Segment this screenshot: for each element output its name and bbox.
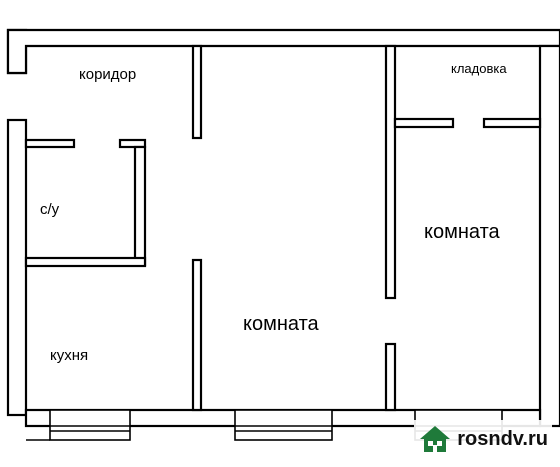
wall-corridor-divider-upper	[191, 44, 203, 140]
watermark[interactable]: rosndv.ru	[414, 420, 552, 458]
wall-bath-bottom	[24, 256, 147, 268]
wall-right	[538, 44, 560, 428]
label-corridor: коридор	[79, 66, 136, 83]
wall-top	[6, 28, 560, 75]
wall-bath-top-stub	[24, 138, 76, 149]
label-room-center: комната	[243, 313, 320, 335]
wall-right-room-upper	[384, 44, 397, 300]
house-icon	[420, 426, 451, 452]
wall-pantry-left	[393, 117, 455, 129]
label-bathroom: с/у	[40, 201, 60, 218]
watermark-text[interactable]: rosndv.ru	[457, 427, 548, 450]
wall-bath-right	[133, 145, 147, 267]
window-kitchen	[49, 409, 131, 441]
label-pantry: кладовка	[451, 61, 507, 76]
window-center-room	[234, 409, 333, 441]
wall-bath-top-right-stub	[118, 138, 147, 149]
interior-walls	[24, 44, 542, 412]
wall-pantry-right	[482, 117, 542, 129]
wall-kitchen-divider	[191, 258, 203, 412]
wall-left	[6, 118, 28, 417]
label-room-right: комната	[424, 221, 501, 243]
wall-right-room-lower	[384, 342, 397, 412]
room-labels: коридор кладовка с/у кухня комната комна…	[40, 61, 507, 364]
label-kitchen: кухня	[50, 347, 88, 364]
